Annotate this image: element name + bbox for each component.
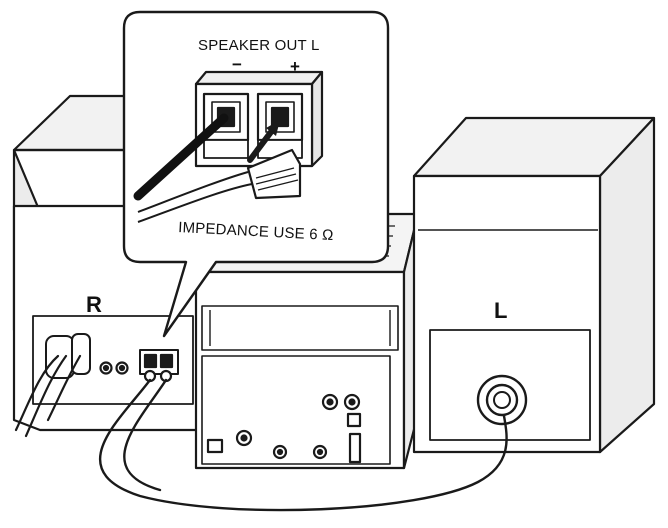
- unit-screw-2-core: [316, 448, 324, 456]
- callout-wire-grey-top: [137, 171, 249, 213]
- left-speaker-label: L: [494, 298, 507, 323]
- callout-minus-sign: −: [232, 55, 242, 74]
- unit-port-tall: [348, 432, 362, 464]
- unit-port-square: [346, 412, 362, 428]
- power-plug: [71, 333, 91, 375]
- power-cable-line-2: [24, 354, 68, 438]
- speaker-cable-line-1: [99, 378, 508, 512]
- unit-jack-2-core: [348, 398, 356, 406]
- unit-jack-3-core: [240, 434, 248, 442]
- callout-wire-black: [133, 113, 229, 201]
- callout-wire-grey-bottom: [137, 183, 253, 223]
- terminal-minus-lip: [203, 139, 249, 159]
- grip-line-3: [257, 179, 299, 191]
- terminal-plus-hole: [270, 106, 290, 128]
- grip-line-2: [255, 173, 297, 185]
- unit-jack-1-core: [326, 398, 334, 406]
- left-speaker-side: [598, 116, 656, 454]
- unit-port-small: [206, 438, 224, 454]
- left-speaker-rear-panel: [429, 329, 591, 441]
- callout-title: SPEAKER OUT L: [198, 37, 320, 54]
- terminal-plus-small: [159, 353, 174, 369]
- speaker-cable-line-2: [123, 378, 168, 492]
- callout-plus-sign: +: [290, 57, 300, 76]
- rear-jack-2-core: [118, 364, 126, 372]
- power-cable: [14, 354, 82, 438]
- terminal-block-side: [310, 70, 324, 168]
- main-unit-lower-panel: [201, 355, 391, 465]
- unit-screw-1-core: [276, 448, 284, 456]
- callout-bubble: SPEAKER OUT L − + IMPEDANCE USE 6 Ω: [122, 10, 390, 338]
- insert-arrow-icon: [247, 120, 280, 163]
- grip-line-1: [255, 167, 295, 179]
- left-speaker: [412, 116, 656, 454]
- left-speaker-terminal-core: [493, 391, 511, 409]
- insert-arrow-head: [266, 120, 280, 136]
- terminal-block-top: [194, 70, 324, 86]
- power-socket: [45, 335, 75, 379]
- power-cable-line-1: [14, 354, 60, 432]
- rear-jack-1-core: [102, 364, 110, 372]
- power-cable-line-3: [46, 354, 82, 422]
- right-speaker-label: R: [86, 292, 102, 317]
- main-unit-heatsink: [201, 305, 399, 351]
- terminal-lever: [246, 148, 302, 200]
- insert-arrow-shaft: [247, 125, 277, 163]
- terminal-minus-small: [143, 353, 158, 369]
- terminal-lever-grip: [255, 167, 299, 191]
- speaker-cable: [99, 378, 508, 512]
